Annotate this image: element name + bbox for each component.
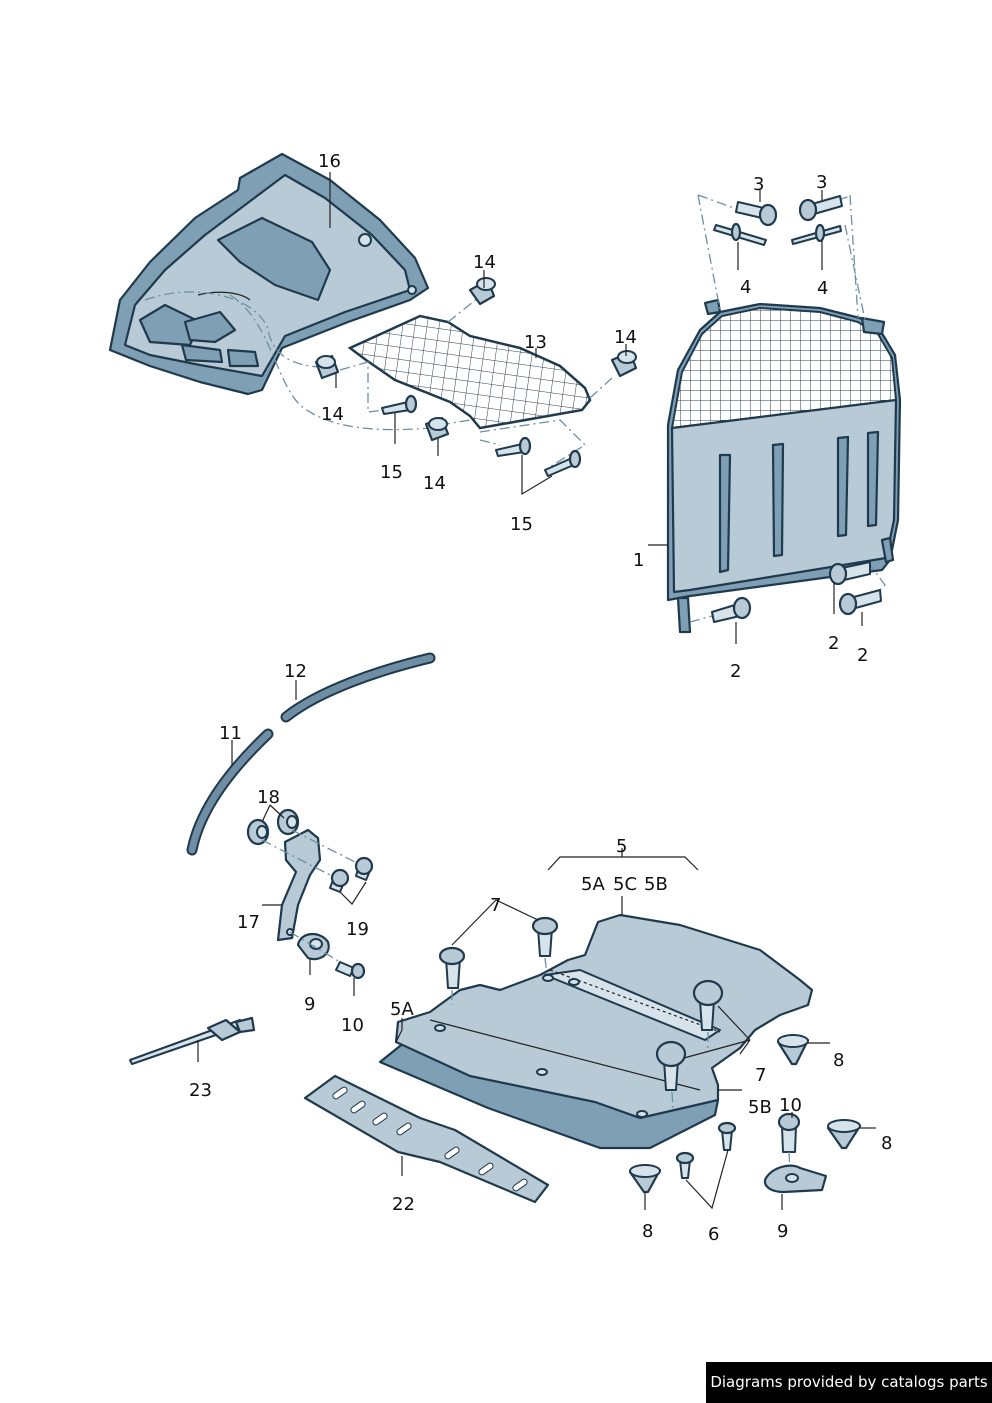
bolt-2b	[828, 561, 871, 586]
bolt-2a	[711, 596, 752, 623]
screw-19b	[354, 856, 374, 881]
label-13: 13	[524, 332, 547, 353]
label-5a: 5A	[390, 999, 414, 1020]
bolt7-dash	[451, 957, 709, 1109]
credit-banner: Diagrams provided by catalogs parts	[706, 1362, 992, 1403]
label-7: 7	[490, 895, 501, 916]
label-5b-top: 5B	[644, 874, 668, 895]
bolt-3b	[798, 195, 843, 222]
bolt3-dash	[697, 194, 859, 319]
screw-15a	[381, 394, 418, 415]
trunk-lid-dash-line-2	[229, 294, 431, 431]
label-7: 7	[755, 1065, 766, 1086]
label-8: 8	[881, 1133, 892, 1154]
label-10: 10	[779, 1095, 802, 1116]
clip-18b	[276, 808, 300, 836]
label-2: 2	[828, 633, 839, 654]
leader-lines	[197, 172, 876, 1210]
label-14: 14	[473, 252, 496, 273]
label-2: 2	[730, 661, 741, 682]
clip-14c	[314, 354, 340, 380]
pin-4b	[791, 223, 842, 245]
net-dash-6	[479, 439, 501, 446]
label-14: 14	[423, 473, 446, 494]
clip-14b	[610, 350, 638, 378]
label-15: 15	[510, 514, 533, 535]
trunk-lid-trim-panel	[108, 152, 430, 396]
label-5b: 5B	[748, 1097, 772, 1118]
label-9: 9	[304, 994, 315, 1015]
clip-18a	[246, 818, 270, 846]
label-3: 3	[816, 172, 827, 193]
seal-11	[186, 728, 274, 856]
grommet-8b	[826, 1119, 862, 1150]
screw-6a	[675, 1151, 695, 1179]
luggage-partition	[666, 298, 902, 634]
clip-14d	[424, 416, 450, 442]
label-12: 12	[284, 661, 307, 682]
screw-19a	[329, 868, 350, 893]
label-2: 2	[857, 645, 868, 666]
floor-panel-assembly	[378, 913, 814, 1150]
label-23: 23	[189, 1080, 212, 1101]
pin-4a	[713, 222, 767, 246]
seal-12	[280, 652, 436, 723]
bolt-3a	[735, 201, 778, 227]
label-8: 8	[642, 1221, 653, 1242]
label-5: 5	[616, 836, 627, 857]
mat-strip-22	[303, 1074, 550, 1204]
bolt10-dash	[788, 1151, 791, 1173]
bolt3-dash-2	[844, 224, 866, 321]
label-15: 15	[380, 462, 403, 483]
net-dash-1	[339, 361, 386, 413]
net-dash-3	[589, 377, 613, 399]
part-labels: 16 14 13 14 14 15 14 15 3 3 4 4 1 2 2 2 …	[189, 151, 892, 1245]
bolt-7d	[655, 1040, 687, 1091]
net-dash-4	[447, 297, 479, 323]
label-9: 9	[777, 1221, 788, 1242]
label-4: 4	[740, 277, 751, 298]
grommet-8c	[628, 1164, 662, 1194]
label-5a-top: 5A	[581, 874, 605, 895]
label-18: 18	[257, 787, 280, 808]
clip-14a	[468, 277, 496, 306]
label-19: 19	[346, 919, 369, 940]
bracket-9b	[763, 1164, 828, 1194]
net-dash-2	[479, 419, 587, 471]
label-4: 4	[817, 278, 828, 299]
screw-15c	[544, 449, 582, 477]
label-17: 17	[237, 912, 260, 933]
bracket-17	[276, 828, 322, 942]
grommet-8a	[776, 1034, 810, 1066]
label-14: 14	[321, 404, 344, 425]
bolt-7c	[692, 979, 724, 1031]
bolt-7b	[531, 916, 559, 957]
label-5c: 5C	[613, 874, 637, 895]
storage-net	[347, 314, 592, 430]
trunk-lid-dash-line	[144, 291, 321, 368]
label-11: 11	[219, 723, 242, 744]
rod-23	[129, 1016, 256, 1065]
label-10: 10	[341, 1015, 364, 1036]
label-1: 1	[633, 550, 644, 571]
screw-15b	[495, 436, 532, 457]
bolt-10b	[777, 1112, 801, 1153]
bolt-7a	[438, 946, 466, 989]
clip18-dash	[261, 829, 356, 876]
label-6: 6	[708, 1224, 719, 1245]
label-22: 22	[392, 1194, 415, 1215]
bolt-10a	[335, 961, 366, 980]
screw-6b	[717, 1121, 737, 1151]
label-8: 8	[833, 1050, 844, 1071]
label-14: 14	[614, 327, 637, 348]
bolt-2c	[838, 589, 882, 616]
label-16: 16	[318, 151, 341, 172]
label-3: 3	[753, 174, 764, 195]
